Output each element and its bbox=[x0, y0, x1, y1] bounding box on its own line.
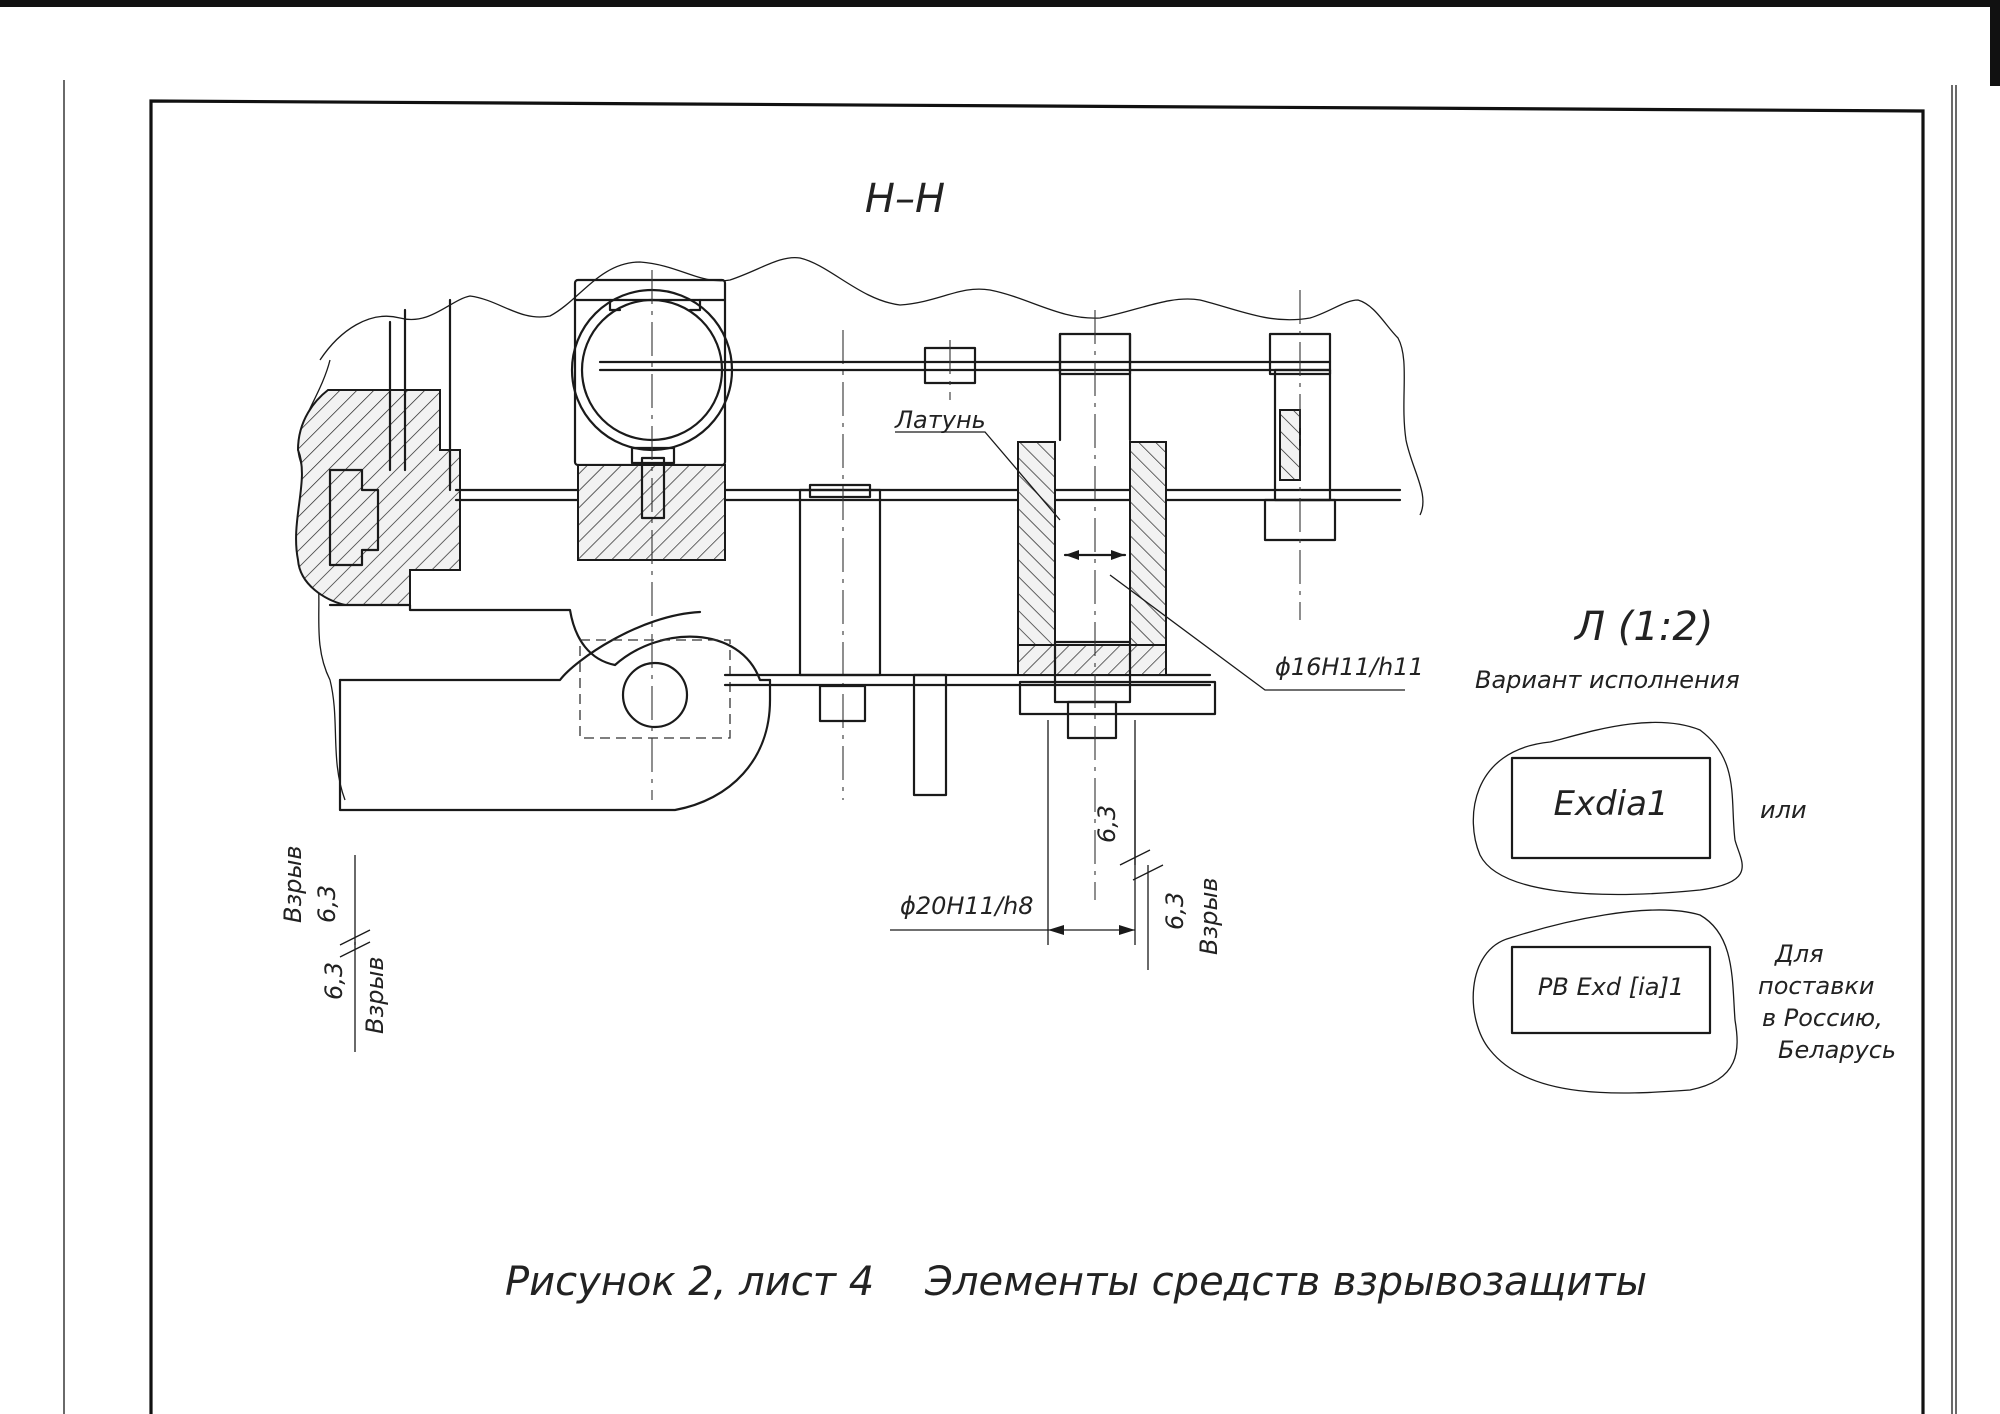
marking-plate-2 bbox=[1510, 945, 1712, 1035]
detail-subtitle: Вариант исполнения bbox=[1475, 666, 1740, 694]
detail-label: Л (1:2) bbox=[1573, 604, 1713, 650]
dimension-shaft-fit: ϕ16H11/h11 bbox=[1109, 574, 1424, 691]
svg-text:6,3: 6,3 bbox=[1161, 892, 1189, 930]
section-view bbox=[295, 256, 1424, 900]
marking-note-2-line-4: Беларусь bbox=[1778, 1036, 1896, 1064]
dimension-shaft-fit-text: ϕ16H11/h11 bbox=[1275, 653, 1424, 681]
marking-plate-1 bbox=[1510, 756, 1712, 860]
detail-view: Л (1:2) Вариант исполнения Exdia1 или PB… bbox=[1472, 604, 1896, 1094]
svg-text:6,3: 6,3 bbox=[320, 962, 348, 1000]
dimension-bore-fit: ϕ20H11/h8 bbox=[890, 720, 1136, 945]
marking-note-2-line-3: в Россию, bbox=[1762, 1004, 1883, 1032]
material-callout-text: Латунь bbox=[894, 406, 986, 434]
roughness-mark-1: 6,3 Взрыв bbox=[279, 845, 371, 946]
rod-assembly bbox=[598, 332, 1332, 400]
marking-text-2: PB Exd [ia]1 bbox=[1538, 973, 1684, 1001]
material-callout: Латунь bbox=[894, 406, 1061, 521]
marking-text-1: Exdia1 bbox=[1553, 784, 1668, 824]
roughness-mark-2: 6,3 Взрыв bbox=[320, 941, 389, 1052]
svg-text:Взрыв: Взрыв bbox=[1195, 877, 1223, 955]
svg-text:6,3: 6,3 bbox=[313, 885, 341, 923]
right-fitting bbox=[1263, 290, 1337, 620]
nut-assembly bbox=[570, 270, 734, 800]
section-label: Н–Н bbox=[865, 176, 945, 222]
housing-left bbox=[295, 298, 461, 606]
roughness-mark-3: 6,3 bbox=[1093, 780, 1151, 866]
svg-text:Взрыв: Взрыв bbox=[361, 956, 389, 1034]
shaft-bushing bbox=[1017, 310, 1217, 900]
roughness-mark-4: 6,3 Взрыв bbox=[1132, 864, 1223, 970]
svg-text:Для поставки в Рос: Для поставки в Россию, Беларусь bbox=[1758, 940, 1896, 1064]
lower-housing bbox=[328, 603, 772, 812]
drawing-frame bbox=[149, 99, 1925, 1414]
marking-note-1: или bbox=[1760, 796, 1807, 824]
marking-note-2-line-2: поставки bbox=[1758, 972, 1875, 1000]
svg-text:Взрыв: Взрыв bbox=[279, 845, 307, 923]
figure-caption: Рисунок 2, лист 4 Элементы средств взрыв… bbox=[505, 1259, 1647, 1305]
svg-text:6,3: 6,3 bbox=[1093, 805, 1121, 843]
dimension-bore-fit-text: ϕ20H11/h8 bbox=[900, 892, 1034, 920]
marking-note-2-line-1: Для bbox=[1774, 940, 1824, 968]
break-line bbox=[319, 256, 1424, 516]
